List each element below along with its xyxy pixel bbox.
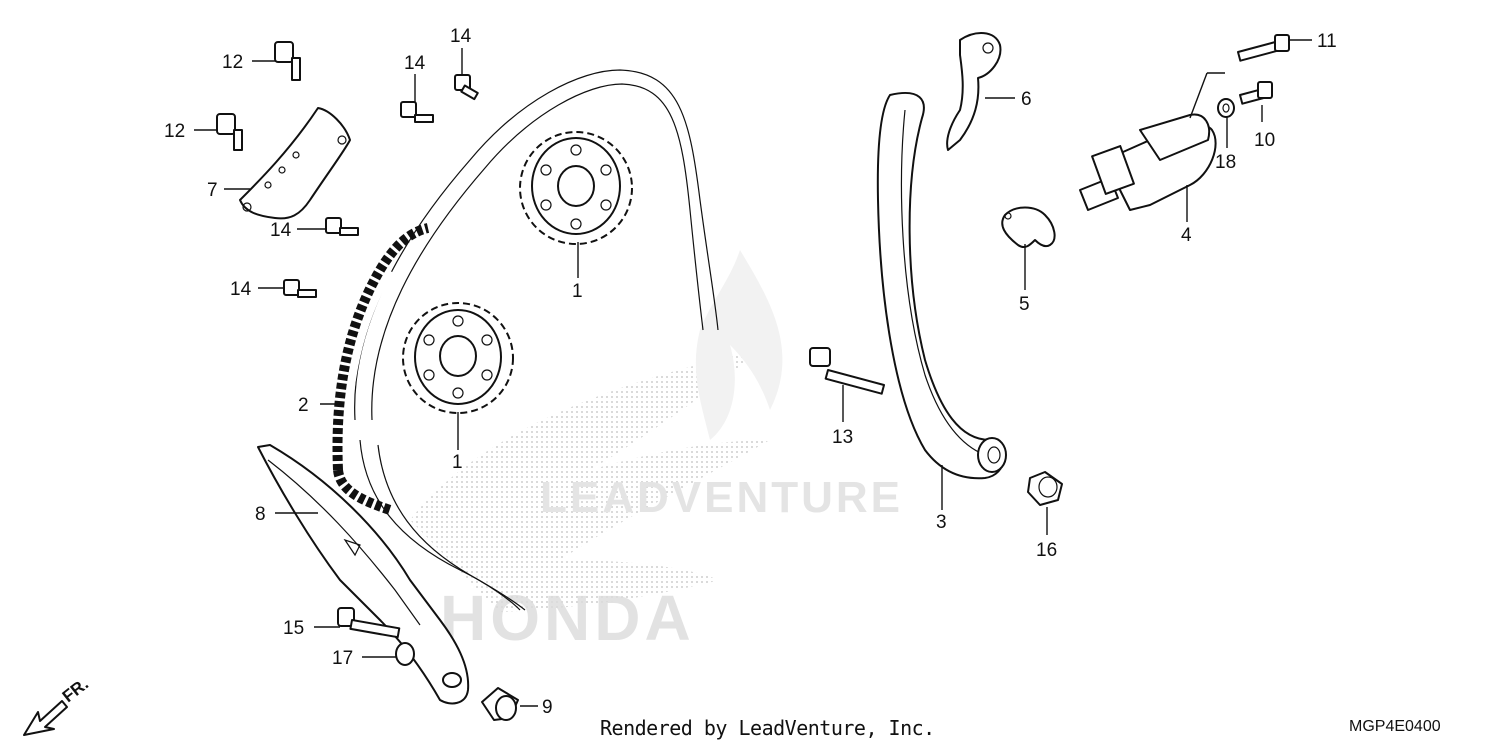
bolt-part-12-upper — [274, 41, 301, 81]
bolt-part-14-d — [283, 279, 317, 298]
callout-3: 3 — [936, 512, 947, 533]
callout-10: 10 — [1254, 130, 1275, 151]
callout-14c: 14 — [270, 220, 292, 241]
bolt-part-10 — [1238, 81, 1273, 105]
bolt-part-15 — [337, 607, 401, 639]
watermark-word1: LEADVENTURE — [540, 473, 903, 522]
washer-part-18 — [1217, 98, 1235, 118]
flame-watermark — [695, 250, 783, 440]
collar-part-16 — [1027, 471, 1063, 506]
guide-plate-part-7 — [239, 107, 351, 220]
bolt-part-14-a — [454, 74, 479, 101]
bolt-part-11 — [1237, 34, 1290, 62]
callout-14a: 14 — [450, 26, 472, 47]
honda-wing-watermark — [410, 350, 770, 612]
callout-16: 16 — [1036, 540, 1057, 561]
callout-14b: 14 — [404, 53, 426, 74]
watermark: LEADVENTURE HONDA — [410, 250, 903, 654]
bolt-part-13 — [809, 347, 886, 395]
bracket-part-6 — [946, 32, 1002, 151]
callout-18: 18 — [1215, 152, 1236, 173]
tensioner-slipper-part-3 — [876, 92, 1007, 480]
render-credit: Rendered by LeadVenture, Inc. — [600, 716, 935, 740]
callout-1a: 1 — [572, 281, 583, 302]
front-label: FR. — [59, 674, 92, 706]
tensioner-lifter-part-4 — [1079, 113, 1217, 211]
gasket-part-5 — [1001, 206, 1056, 249]
callout-6: 6 — [1021, 89, 1032, 110]
callout-14d: 14 — [230, 279, 252, 300]
bolt-part-14-b — [400, 101, 434, 123]
watermark-word2: HONDA — [440, 582, 695, 654]
callout-8: 8 — [255, 504, 266, 525]
callout-15: 15 — [283, 618, 304, 639]
callout-labels: 12 12 14 14 14 14 7 1 1 2 8 15 17 9 13 3… — [164, 26, 1337, 718]
cam-sprocket-upper-part-1 — [519, 131, 633, 245]
cam-sprocket-lower-part-1 — [402, 302, 514, 414]
callout-12b: 12 — [164, 121, 185, 142]
callout-4: 4 — [1181, 225, 1192, 246]
callout-17: 17 — [332, 648, 353, 669]
washers-collars — [395, 98, 1235, 721]
front-direction-indicator: FR. — [23, 674, 92, 736]
callout-7: 7 — [207, 180, 218, 201]
front-arrow-icon — [23, 700, 68, 736]
callout-2: 2 — [298, 395, 309, 416]
collar-part-9 — [481, 687, 519, 721]
diagram-code: MGP4E0400 — [1349, 718, 1441, 735]
bolt-part-12-lower — [216, 113, 243, 151]
bolt-part-14-c — [325, 217, 359, 236]
callout-1b: 1 — [452, 452, 463, 473]
leader-lines — [194, 39, 1312, 707]
cam-chain-part-2 — [332, 69, 719, 611]
callout-12a: 12 — [222, 52, 243, 73]
bolts — [216, 34, 1290, 639]
washer-part-17 — [395, 642, 415, 666]
chain-guide-part-8 — [257, 444, 470, 705]
callout-13: 13 — [832, 427, 853, 448]
callout-9: 9 — [542, 697, 553, 718]
callout-11: 11 — [1317, 31, 1337, 52]
callout-5: 5 — [1019, 294, 1030, 315]
